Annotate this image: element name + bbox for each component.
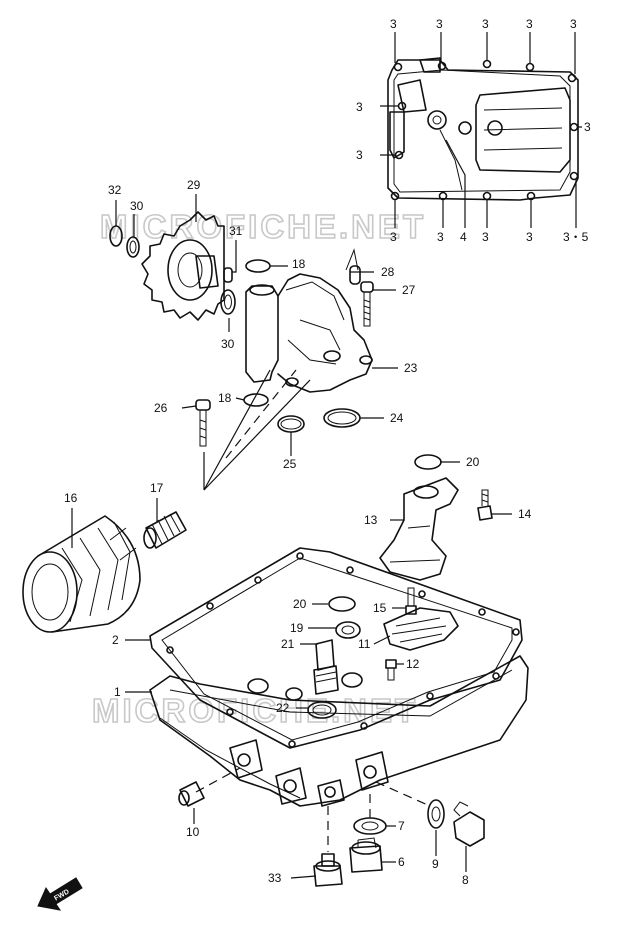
callout-2: 2	[112, 633, 119, 647]
callout-9: 9	[432, 857, 439, 871]
callout-18: 18	[218, 391, 232, 405]
callout-21: 21	[281, 637, 295, 651]
oil-pan-body	[149, 655, 529, 807]
callouts: 3 3 3 3 3 3 3 3 3 3 4 3 3 3・5 32 30 29 3…	[64, 17, 591, 887]
callout-16: 16	[64, 491, 78, 505]
callout-30: 30	[130, 199, 144, 213]
top-view-leaders	[380, 32, 582, 228]
callout-14: 14	[518, 507, 532, 521]
plug-10	[178, 781, 205, 807]
callout-19: 19	[290, 621, 304, 635]
callout-3: 3	[390, 17, 397, 31]
callout-23: 23	[404, 361, 418, 375]
union-17	[143, 511, 187, 549]
callout-3: 3	[584, 120, 591, 134]
callout-33: 33	[268, 871, 282, 885]
callout-3: 3	[526, 230, 533, 244]
screw-27	[360, 281, 374, 327]
callout-20: 20	[293, 597, 307, 611]
callout-3: 3	[356, 148, 363, 162]
callout-17: 17	[150, 481, 164, 495]
bolt-26	[195, 399, 211, 447]
strainer-screen-11	[383, 607, 459, 651]
callout-22: 22	[276, 701, 290, 715]
drain-plug-8	[453, 801, 485, 847]
callout-27: 27	[402, 283, 416, 297]
pump-assembly-line-a	[203, 369, 271, 491]
oil-pan-bolt-holes	[390, 59, 579, 201]
callout-32: 32	[108, 183, 122, 197]
oring-20-upper	[414, 454, 442, 470]
oil-pressure-switch-21	[313, 639, 339, 695]
fwd-arrow-icon: FWD	[37, 877, 83, 911]
callout-3: 3	[356, 100, 363, 114]
callout-3: 3	[482, 17, 489, 31]
watermark-top: MICROFICHE.NET	[100, 208, 426, 245]
callout-20: 20	[466, 455, 480, 469]
plug-10-dash	[195, 767, 241, 793]
oil-pump-body	[245, 273, 373, 393]
washer-19	[335, 621, 361, 639]
pump-assembly-line-b	[203, 379, 311, 491]
oring-20-lower	[328, 596, 356, 612]
callout-4: 4	[460, 230, 467, 244]
callout-3: 3	[482, 230, 489, 244]
callout-13: 13	[364, 513, 378, 527]
drain-plug-6	[349, 837, 383, 873]
callout-3: 3	[436, 17, 443, 31]
callout-24: 24	[390, 411, 404, 425]
callout-29: 29	[187, 178, 201, 192]
callout-3: 3	[570, 17, 577, 31]
callout-15: 15	[373, 601, 387, 615]
gasket-7	[353, 817, 387, 835]
callout-3: 3	[437, 230, 444, 244]
washer-30-upper	[126, 236, 140, 258]
callout-7: 7	[398, 819, 405, 833]
callout-12: 12	[406, 657, 420, 671]
oil-filter	[22, 515, 141, 633]
washer-30-lower	[220, 289, 236, 315]
sensor-33	[313, 853, 343, 887]
callout-8: 8	[462, 873, 469, 887]
callout-26: 26	[154, 401, 168, 415]
dowel-28	[349, 265, 361, 285]
callout-18: 18	[292, 257, 306, 271]
callout-3: 3	[390, 230, 397, 244]
gasket-9	[427, 799, 445, 829]
callout-10: 10	[186, 825, 200, 839]
oring-22	[307, 701, 337, 719]
callout-3-5: 3・5	[563, 230, 589, 244]
leaders	[71, 194, 512, 879]
oil-pan-gasket	[149, 547, 523, 749]
oring-25	[277, 415, 305, 433]
plug-8-dash	[375, 781, 431, 807]
bolt-15	[405, 587, 417, 615]
gasket-bolt-holes	[166, 552, 520, 748]
bolt-12	[385, 659, 397, 681]
callout-6: 6	[398, 855, 405, 869]
pin-31	[223, 267, 233, 283]
oil-pump-sprocket	[141, 211, 225, 321]
callout-3: 3	[526, 17, 533, 31]
callout-31: 31	[229, 224, 243, 238]
callout-11: 11	[358, 637, 371, 651]
watermark-bottom: MICROFICHE.NET	[92, 692, 418, 729]
oil-strainer-pipe	[379, 477, 459, 581]
dowel-arrow	[345, 248, 359, 271]
callout-30: 30	[221, 337, 235, 351]
bolt-14	[477, 489, 493, 521]
oil-pan-bottom-view	[387, 57, 579, 201]
oring-18-upper	[245, 259, 271, 273]
oring-24	[323, 408, 361, 428]
callout-28: 28	[381, 265, 395, 279]
pump-dash-line	[225, 369, 297, 459]
callout-25: 25	[283, 457, 297, 471]
callout-1: 1	[114, 685, 121, 699]
pan-drain-bosses	[229, 739, 389, 807]
